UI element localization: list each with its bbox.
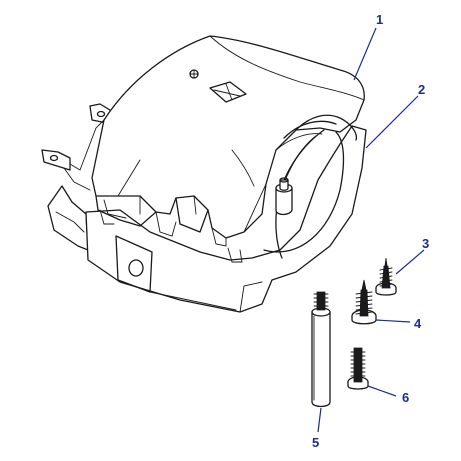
screw-6 xyxy=(347,347,369,390)
callout-2: 2 xyxy=(418,82,425,97)
callout-leaders xyxy=(317,27,425,433)
callout-5: 5 xyxy=(312,435,319,450)
column-bore xyxy=(275,129,325,259)
callout-4: 4 xyxy=(414,316,422,331)
upper-shroud xyxy=(41,35,365,247)
lower-shroud xyxy=(47,125,367,313)
standoff-5 xyxy=(311,291,331,408)
callout-1: 1 xyxy=(376,12,383,27)
screw-3 xyxy=(375,257,397,296)
callout-3: 3 xyxy=(422,236,429,251)
callout-6: 6 xyxy=(402,390,409,405)
screw-4 xyxy=(351,279,377,325)
